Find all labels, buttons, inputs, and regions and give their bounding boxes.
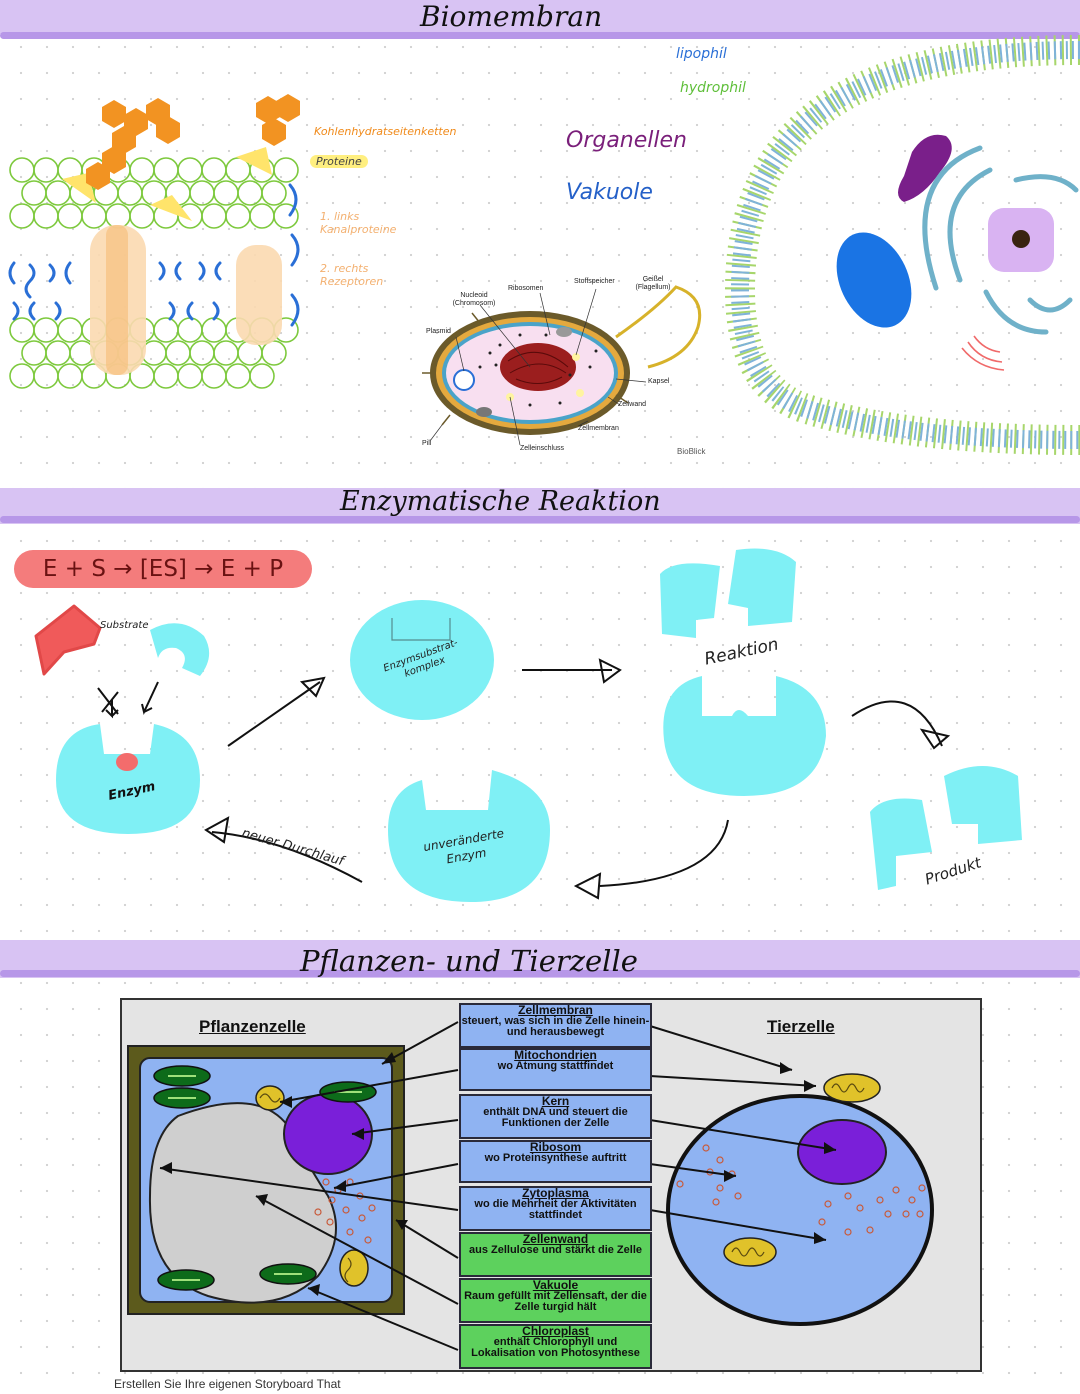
section-band-biomembran — [0, 0, 1080, 34]
label-kohlenhydrat: Kohlenhydratseitenketten — [314, 125, 457, 138]
section-divider — [0, 516, 1080, 523]
section-title-enzym: Enzymatische Reaktion — [340, 486, 661, 517]
section-title-zellen: Pflanzen- und Tierzelle — [300, 944, 638, 978]
label-pili: Pili — [422, 440, 432, 447]
label-kapsel: Kapsel — [648, 378, 670, 385]
label-bioblick: BioBlick — [677, 447, 706, 456]
bacterium-diagram — [422, 285, 702, 446]
box-title: Ribosom — [529, 1140, 582, 1154]
section-title-biomembran: Biomembran — [420, 0, 603, 33]
section-divider — [0, 32, 1080, 39]
label-geissel: Geißel (Flagellum) — [635, 276, 671, 291]
box-text: wo die Mehrheit der Aktivitäten stattfin… — [474, 1198, 637, 1221]
label-proteine: Proteine — [310, 155, 368, 168]
label-zellwand: Zellwand — [618, 401, 647, 408]
label-stoffspeicher: Stoffspeicher — [574, 278, 615, 285]
box-text: wo Atmung stattfindet — [497, 1060, 614, 1072]
box-text: aus Zellulose und stärkt die Zelle — [469, 1244, 642, 1256]
label-hydrophil: hydrophil — [680, 80, 746, 96]
label-nucleoid: Nucleoid (Chromosom) — [452, 292, 496, 307]
box-text: enthält Chlorophyll und Lokalisation von… — [471, 1336, 640, 1359]
box-title: Chloroplast — [522, 1324, 589, 1338]
heading-pflanzenzelle: Pflanzenzelle — [199, 1017, 306, 1036]
label-ribosomen: Ribosomen — [508, 285, 544, 292]
formula-badge: E + S → [ES] → E + P — [14, 550, 312, 588]
label-zelleinschluss: Zelleinschluss — [520, 445, 564, 452]
label-plasmid: Plasmid — [426, 328, 451, 335]
box-title: Zytoplasma — [522, 1186, 589, 1200]
box-title: Vakuole — [532, 1278, 579, 1292]
membrane-diagram — [8, 94, 300, 389]
box-title: Kern — [541, 1094, 570, 1108]
storyboard-footer[interactable]: Erstellen Sie Ihre eigenen Storyboard Th… — [114, 1377, 341, 1391]
cell-membrane-diagram — [724, 35, 1080, 455]
box-text: enthält DNA und steuert die Funktionen d… — [483, 1106, 628, 1129]
section-divider — [0, 970, 1080, 977]
label-substrate: Substrate — [100, 620, 149, 631]
box-text: steuert, was sich in die Zelle hinein- u… — [461, 1015, 650, 1038]
box-title: Zellmembran — [518, 1003, 593, 1017]
box-title: Zellenwand — [522, 1232, 589, 1246]
box-title: Mitochondrien — [514, 1048, 597, 1062]
cells-diagram — [127, 1021, 934, 1351]
label-zellmembran: Zellmembran — [578, 425, 619, 432]
box-text: wo Proteinsynthese auftritt — [484, 1152, 627, 1164]
label-rezeptoren: 2. rechts Rezeptoren — [320, 262, 384, 288]
heading-tierzelle: Tierzelle — [767, 1017, 835, 1036]
label-lipophil: lipophil — [676, 46, 727, 62]
label-kanalproteine: 1. links Kanalproteine — [320, 210, 397, 236]
enzyme-cycle-diagram — [34, 548, 1022, 902]
box-text: Raum gefüllt mit Zellensaft, der die Zel… — [464, 1290, 647, 1313]
label-vakuole: Vakuole — [566, 180, 653, 205]
label-organellen: Organellen — [566, 128, 687, 153]
